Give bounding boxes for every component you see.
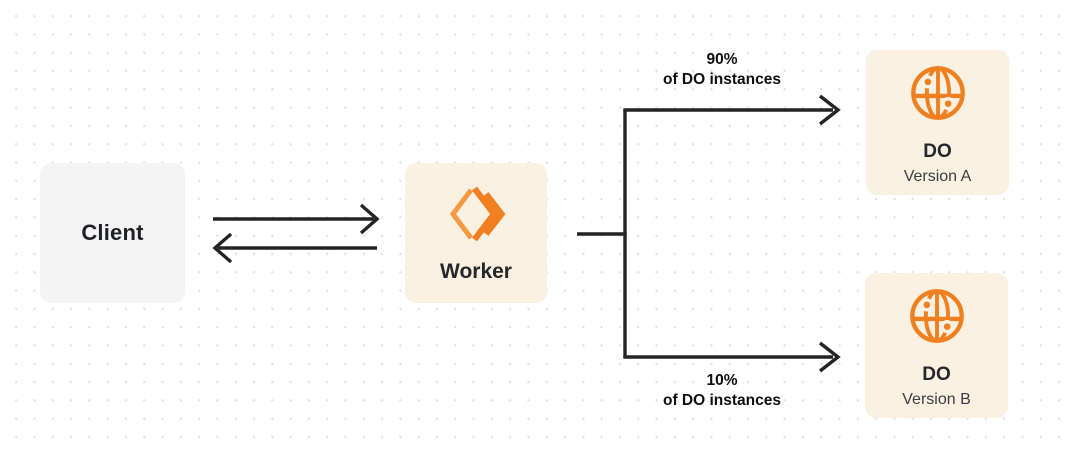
do-b-title: DO bbox=[922, 364, 951, 386]
arrowhead-right-icon bbox=[818, 94, 841, 126]
do-a-subtitle: Version A bbox=[903, 168, 972, 186]
worker-label: Worker bbox=[440, 259, 512, 283]
worker-branch-connector bbox=[577, 110, 627, 357]
split-top-percent: 90% bbox=[706, 51, 738, 68]
arrowhead-right-icon bbox=[359, 203, 380, 235]
arrowhead-left-icon bbox=[212, 232, 233, 264]
do-b-subtitle: Version B bbox=[902, 391, 971, 409]
split-top-label: 90% of DO instances bbox=[630, 50, 814, 90]
branch-to-do-b-arrow bbox=[623, 341, 841, 373]
worker-to-client-arrow bbox=[212, 232, 377, 264]
client-label: Client bbox=[81, 220, 144, 245]
split-bottom-percent: 10% bbox=[706, 372, 738, 389]
client-to-worker-arrow bbox=[213, 203, 380, 235]
globe-icon bbox=[909, 289, 964, 344]
globe-icon bbox=[910, 66, 965, 121]
do-version-b-node: DO Version B bbox=[865, 273, 1008, 418]
client-node: Client bbox=[40, 163, 185, 303]
worker-node: Worker bbox=[405, 163, 547, 303]
do-version-a-node: DO Version A bbox=[866, 50, 1009, 195]
workers-logo-icon bbox=[449, 186, 506, 241]
do-a-title: DO bbox=[923, 141, 952, 163]
branch-to-do-a-arrow bbox=[623, 94, 841, 126]
split-bottom-label: 10% of DO instances bbox=[630, 371, 814, 411]
arrowhead-right-icon bbox=[818, 341, 841, 373]
split-bottom-caption: of DO instances bbox=[663, 392, 781, 409]
split-top-caption: of DO instances bbox=[663, 71, 781, 88]
